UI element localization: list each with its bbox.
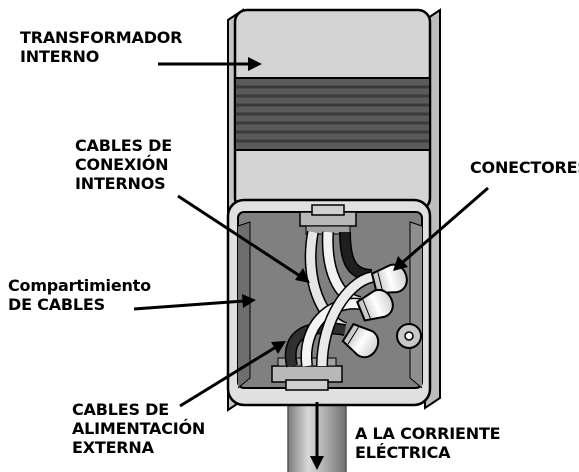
external-wires bbox=[284, 271, 374, 368]
internal-wires-arrowhead bbox=[295, 268, 310, 283]
wire-compartment-label: Compartimiento DE CABLES bbox=[8, 276, 151, 314]
connectors-label: CONECTORES bbox=[470, 158, 579, 177]
to-power-label: A LA CORRIENTE ELÉCTRICA bbox=[355, 424, 501, 462]
wire-connector bbox=[356, 288, 394, 322]
compartment-arrowhead bbox=[242, 294, 256, 308]
external-wires-label: CABLES DE ALIMENTACIÓN EXTERNA bbox=[72, 400, 206, 457]
connectors-leader-line bbox=[402, 186, 489, 264]
transformer-arrowhead bbox=[248, 57, 262, 71]
external-wires-leader-line bbox=[179, 345, 277, 408]
internal-wires-leader-line bbox=[177, 194, 301, 278]
to-power-arrowhead bbox=[310, 456, 324, 470]
wire-connector bbox=[370, 263, 408, 295]
connectors-arrowhead bbox=[393, 256, 408, 271]
internal-wires-label: CABLES DE CONEXIÓN INTERNOS bbox=[75, 136, 172, 193]
leader-arrows bbox=[133, 57, 489, 470]
compartment-leader-line bbox=[133, 299, 245, 311]
wire-connector bbox=[341, 322, 380, 359]
external-wires-arrowhead bbox=[271, 341, 286, 354]
transformer-housing bbox=[233, 8, 432, 212]
transformer-label: TRANSFORMADOR INTERNO bbox=[20, 28, 183, 66]
top-grommet bbox=[299, 204, 357, 235]
wire-connectors bbox=[341, 263, 408, 359]
